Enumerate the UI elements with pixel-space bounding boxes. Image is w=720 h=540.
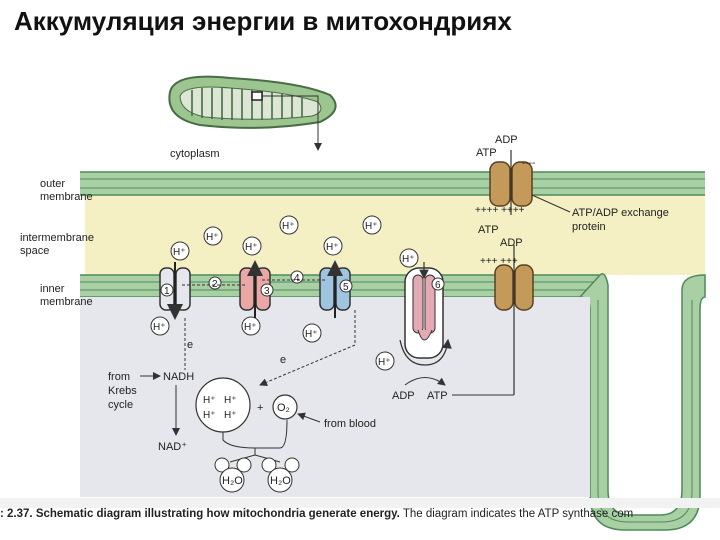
electron-label-1: e <box>187 339 193 351</box>
outer-membrane <box>80 171 705 196</box>
water-molecules: H₂O H₂O <box>214 457 300 493</box>
atp-bottom-label: ATP <box>427 390 448 402</box>
complex-number-6: 6 <box>435 280 441 291</box>
charge-marks-inner: +++ +++ <box>480 256 518 267</box>
nad-label: NAD⁺ <box>158 441 187 453</box>
electron-flows <box>184 310 356 386</box>
mitochondrion-icon <box>168 75 337 151</box>
outer-membrane-label-2: membrane <box>40 191 93 203</box>
figure-caption: : 2.37. Schematic diagram illustrating h… <box>0 508 720 528</box>
proton-1: H⁺ <box>206 232 219 243</box>
proton-m2: H⁺ <box>244 322 257 333</box>
o2-label: O₂ <box>277 402 290 414</box>
exchanger-pointer <box>531 194 571 213</box>
atp-top-label: ATP <box>476 147 497 159</box>
protons-intermembrane: H⁺ H⁺ H⁺ H⁺ H⁺ H⁺ H⁺ <box>170 215 419 268</box>
reaction-proton-4: H⁺ <box>224 410 237 421</box>
adp-bottom-label: ADP <box>392 390 415 402</box>
cytoplasm-label: cytoplasm <box>170 148 220 160</box>
intermembrane-space <box>85 195 705 275</box>
intermembrane-label-1: intermembrane <box>20 232 94 244</box>
intermembrane-label-2: space <box>20 245 49 257</box>
proton-6: H⁺ <box>326 242 339 253</box>
atp-adp-exchanger-inner <box>494 245 534 395</box>
inner-membrane-label-2: membrane <box>40 296 93 308</box>
atp-adp-exchanger-outer <box>489 150 533 215</box>
complex-number-3: 3 <box>264 286 270 297</box>
caption-separator <box>0 498 720 508</box>
proton-m4: H⁺ <box>378 357 391 368</box>
outer-membrane-label-1: outer <box>40 178 65 190</box>
reaction-proton-1: H⁺ <box>203 395 216 406</box>
exchanger-label-2: protein <box>572 221 606 233</box>
caption-bold: Schematic diagram illustrating how mitoc… <box>35 508 400 520</box>
proton-m3: H⁺ <box>305 329 318 340</box>
charge-marks-top: ---- <box>522 158 535 169</box>
inner-membrane-label-1: inner <box>40 283 65 295</box>
adp-atp-arrow <box>404 377 446 386</box>
reaction-proton-3: H⁺ <box>203 410 216 421</box>
electron-path-membrane <box>182 279 325 286</box>
proton-7: H⁺ <box>402 254 415 265</box>
from-label: from <box>108 371 130 383</box>
proton-2: H⁺ <box>282 221 295 232</box>
proton-3: H⁺ <box>365 221 378 232</box>
page-title: Аккумуляция энергии в митохондриях <box>14 6 512 36</box>
crista-fold <box>578 273 706 531</box>
proton-m1: H⁺ <box>153 322 166 333</box>
cycle-label: cycle <box>108 399 133 411</box>
complex-number-1: 1 <box>164 286 170 297</box>
electron-label-2: e <box>280 354 286 366</box>
reaction-plus: + <box>257 402 263 414</box>
caption-figure-number: : 2.37. <box>0 508 33 520</box>
adp-top-label: ADP <box>495 134 518 146</box>
caption-rest: The diagram indicates the ATP synthase c… <box>399 508 634 520</box>
nadh-label: NADH <box>163 371 194 383</box>
atp-synthase <box>399 267 452 366</box>
complex-1 <box>159 262 191 320</box>
protons-matrix: H⁺ H⁺ H⁺ H⁺ <box>150 316 395 371</box>
water-label-2: H₂O <box>270 475 291 487</box>
charge-marks: ++++ ++++ <box>475 205 525 216</box>
water-label-1: H₂O <box>222 475 243 487</box>
proton-5: H⁺ <box>245 242 258 253</box>
atp-mid-label: ATP <box>478 224 499 236</box>
complex-number-4: 4 <box>294 273 300 284</box>
krebs-label: Krebs <box>108 385 137 397</box>
exchanger-label-1: ATP/ADP exchange <box>572 207 669 219</box>
reaction-proton-2: H⁺ <box>224 395 237 406</box>
oxygen-reaction: H⁺ H⁺ H⁺ H⁺ + O₂ <box>195 377 321 463</box>
proton-4: H⁺ <box>173 247 186 258</box>
adp-mid-label: ADP <box>500 237 523 249</box>
membrane-labels: outer membrane intermembrane space inner… <box>20 178 94 308</box>
from-blood-label: from blood <box>324 418 376 430</box>
complex-number-5: 5 <box>343 282 349 293</box>
